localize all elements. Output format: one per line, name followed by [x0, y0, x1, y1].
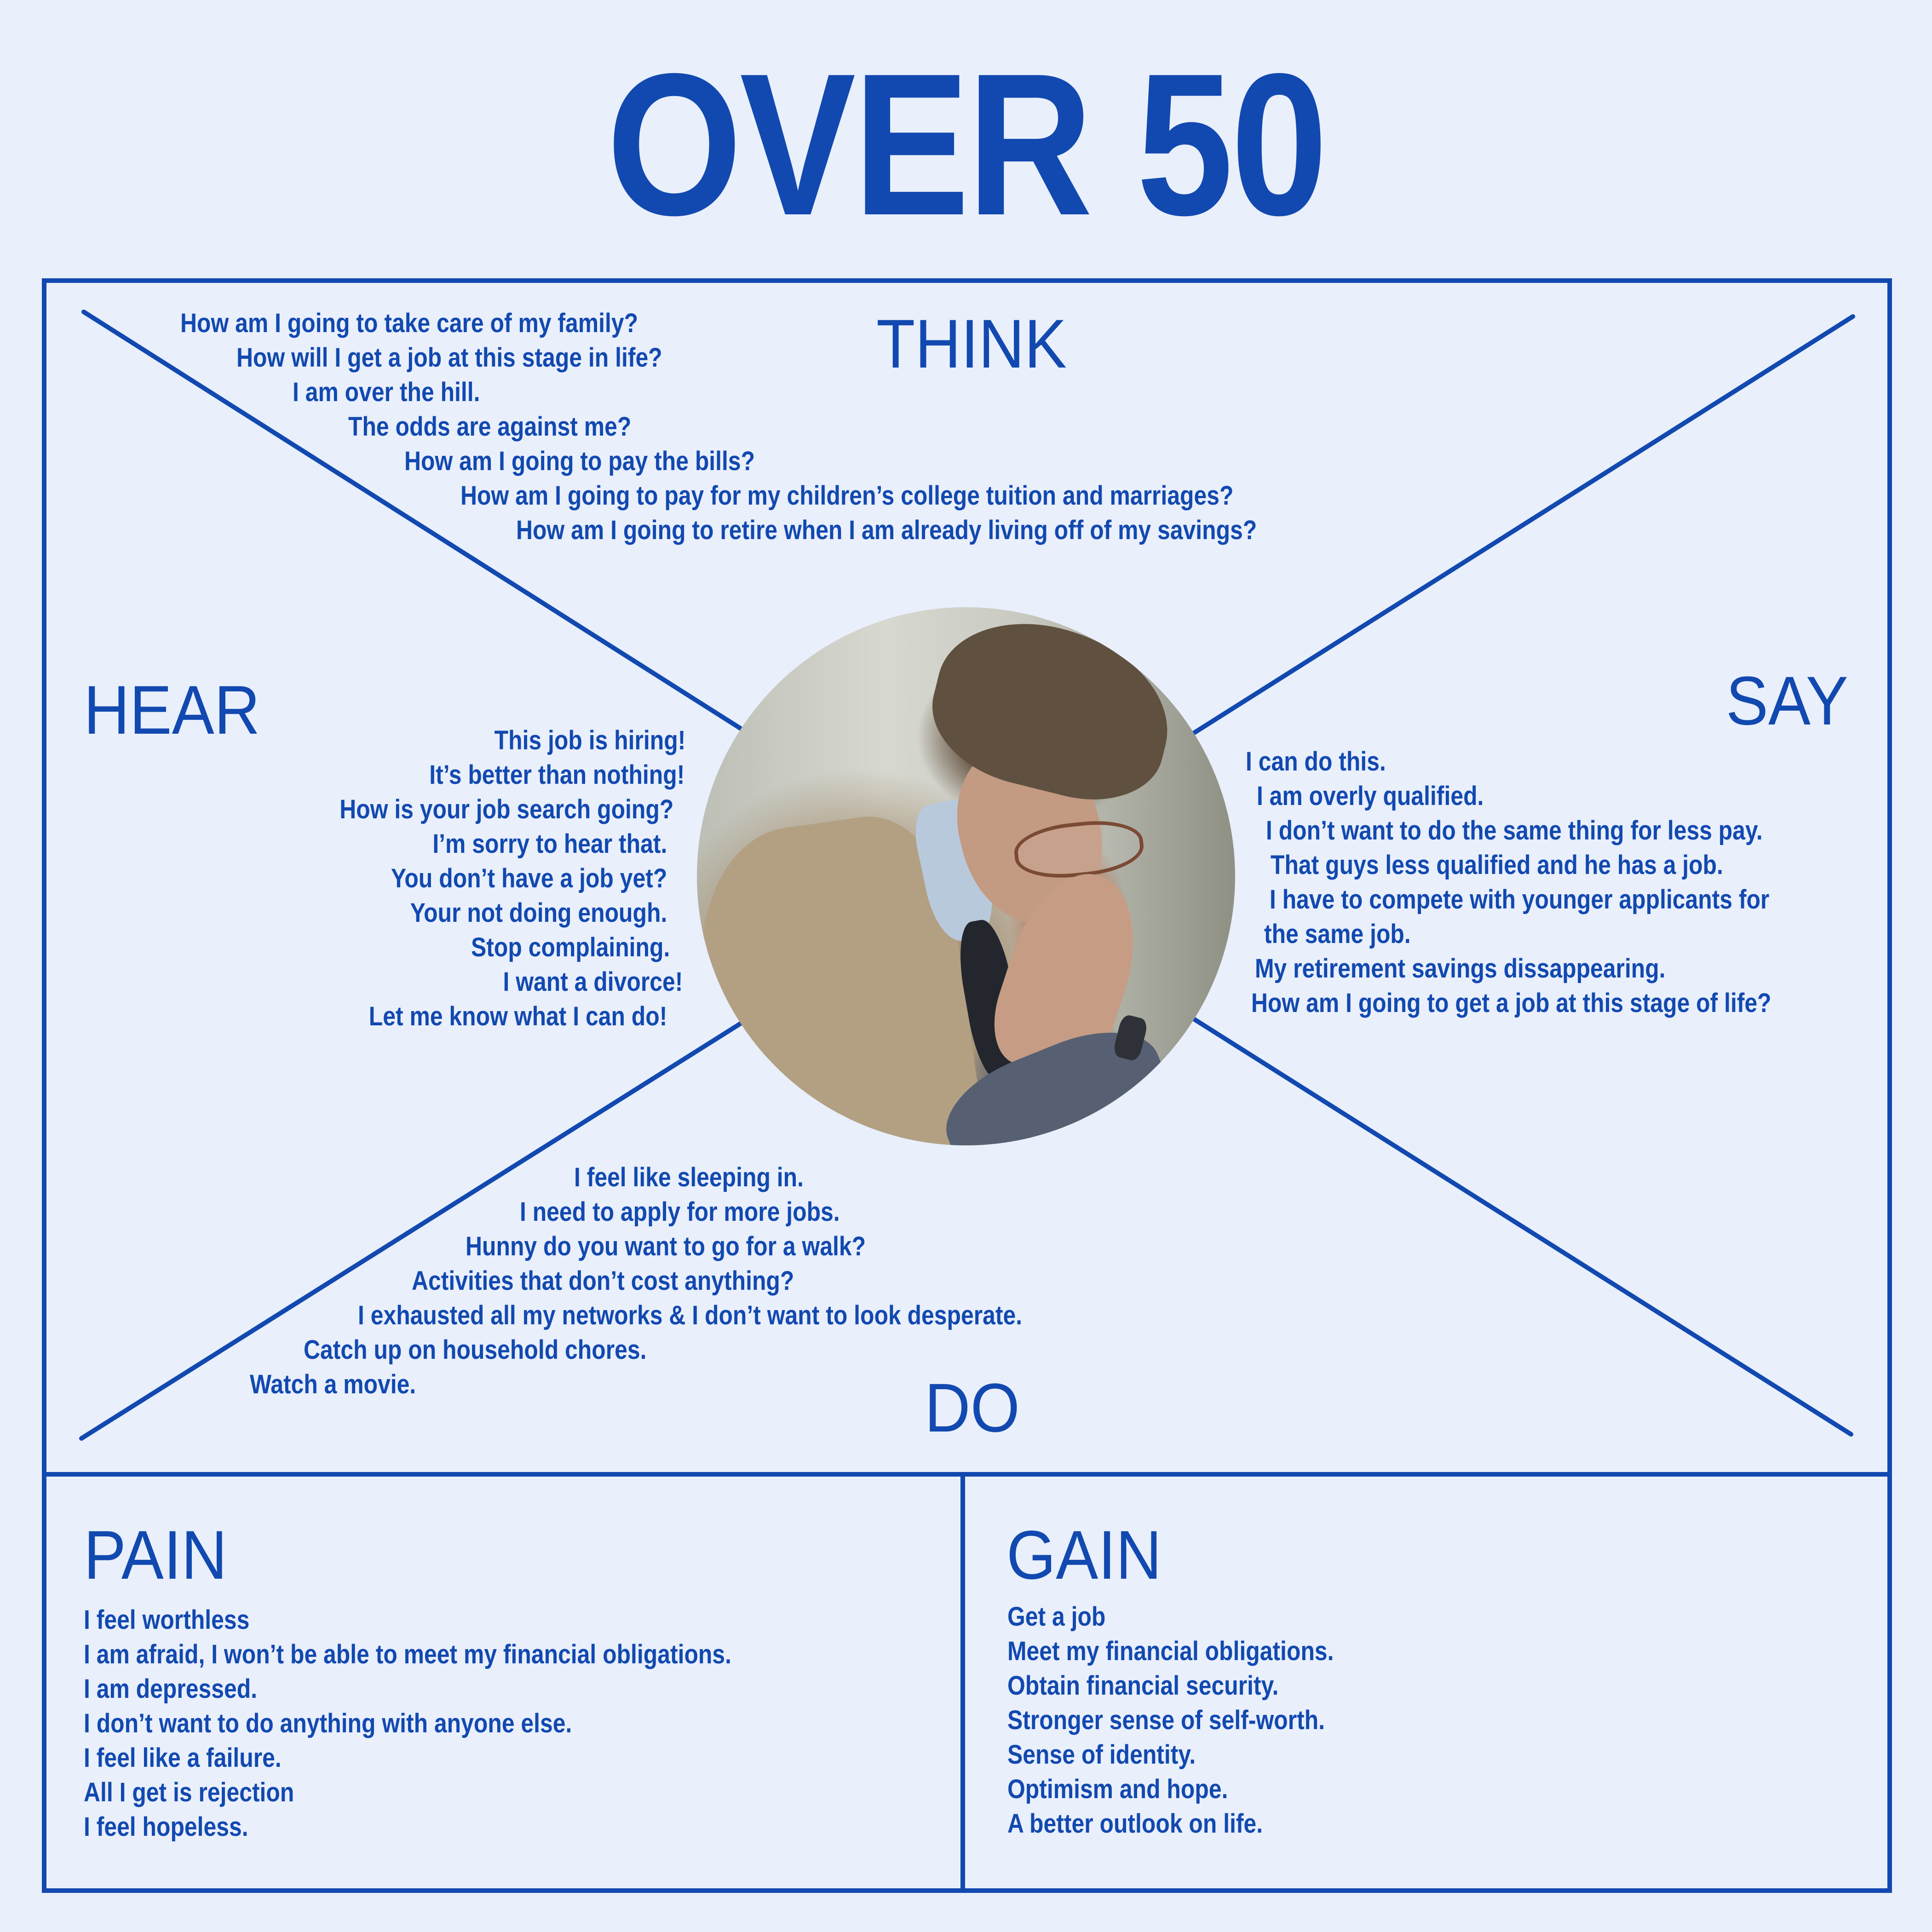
think-label: THINK [876, 305, 1067, 382]
diagonal-top-right [1187, 314, 1855, 738]
do-item: Activities that don’t cost anything? [412, 1266, 794, 1296]
diagonal-bottom-right [1191, 1017, 1853, 1437]
hear-item: Stop complaining. [471, 932, 670, 962]
pain-item: I feel like a failure. [84, 1743, 282, 1773]
think-item: How am I going to retire when I am alrea… [516, 515, 1257, 545]
say-item: My retirement savings dissappearing. [1255, 954, 1666, 983]
hear-item: How is your job search going? [339, 794, 673, 824]
say-item: I have to compete with younger applicant… [1270, 885, 1770, 914]
gain-item: A better outlook on life. [1007, 1809, 1263, 1839]
hear-item: Let me know what I can do! [368, 1001, 667, 1031]
think-item: The odds are against me? [348, 412, 632, 442]
persona-photo [697, 607, 1235, 1145]
diagonal-top-left [81, 310, 748, 734]
say-label: SAY [1726, 662, 1848, 739]
hear-item: Your not doing enough. [410, 898, 667, 928]
say-item: I don’t want to do the same thing for le… [1266, 816, 1763, 845]
pain-list: I feel worthless I am afraid, I won’t be… [84, 1603, 837, 1844]
do-label: DO [925, 1369, 1020, 1446]
hear-list: This job is hiring! It’s better than not… [285, 723, 685, 1034]
say-item: I am overly qualified. [1257, 781, 1484, 811]
think-list: How am I going to take care of my family… [0, 306, 1377, 547]
say-item: the same job. [1264, 919, 1411, 949]
say-item: That guys less qualified and he has a jo… [1271, 850, 1723, 880]
gain-item: Optimism and hope. [1007, 1774, 1228, 1804]
think-item: How am I going to pay for my children’s … [460, 481, 1234, 511]
say-item: I can do this. [1246, 747, 1386, 776]
hear-item: It’s better than nothing! [429, 760, 684, 790]
gain-item: Get a job [1007, 1602, 1106, 1632]
do-item: Catch up on household chores. [304, 1335, 647, 1365]
page-title: OVER 50 [606, 32, 1328, 258]
outer-border [42, 278, 1892, 1893]
pain-item: I don’t want to do anything with anyone … [84, 1708, 572, 1738]
diagonal-bottom-left [79, 1021, 743, 1441]
do-item: Hunny do you want to go for a walk? [466, 1231, 866, 1261]
say-item: How am I going to get a job at this stag… [1251, 988, 1771, 1018]
do-item: I feel like sleeping in. [574, 1162, 804, 1192]
gain-item: Meet my financial obligations. [1007, 1636, 1334, 1666]
think-item: I am over the hill. [293, 377, 480, 407]
gain-label: GAIN [1006, 1516, 1162, 1593]
do-item: I exhausted all my networks & I don’t wa… [358, 1300, 1023, 1330]
think-item: How am I going to pay the bills? [404, 446, 755, 476]
do-item: I need to apply for more jobs. [520, 1197, 840, 1227]
do-list: I feel like sleeping in. I need to apply… [0, 1160, 1130, 1402]
hear-item: This job is hiring! [494, 725, 685, 755]
pain-item: All I get is rejection [84, 1777, 294, 1807]
say-list: I can do this. I am overly qualified. I … [1242, 744, 1856, 1020]
pain-item: I feel hopeless. [84, 1812, 248, 1842]
think-item: How will I get a job at this stage in li… [236, 343, 662, 373]
gain-item: Sense of identity. [1007, 1740, 1196, 1770]
hear-item: I’m sorry to hear that. [432, 829, 667, 859]
pain-item: I feel worthless [84, 1605, 250, 1635]
pain-item: I am depressed. [84, 1674, 258, 1704]
hear-label: HEAR [84, 671, 260, 748]
think-item: How am I going to take care of my family… [180, 308, 638, 338]
gain-list: Get a job Meet my financial obligations.… [1007, 1599, 1387, 1841]
hear-item: I want a divorce! [503, 967, 683, 997]
do-item: Watch a movie. [250, 1369, 416, 1399]
gain-item: Obtain financial security. [1007, 1671, 1279, 1701]
hear-item: You don’t have a job yet? [391, 863, 667, 893]
pain-item: I am afraid, I won’t be able to meet my … [84, 1639, 731, 1669]
pain-label: PAIN [84, 1516, 227, 1593]
gain-item: Stronger sense of self-worth. [1007, 1705, 1325, 1735]
